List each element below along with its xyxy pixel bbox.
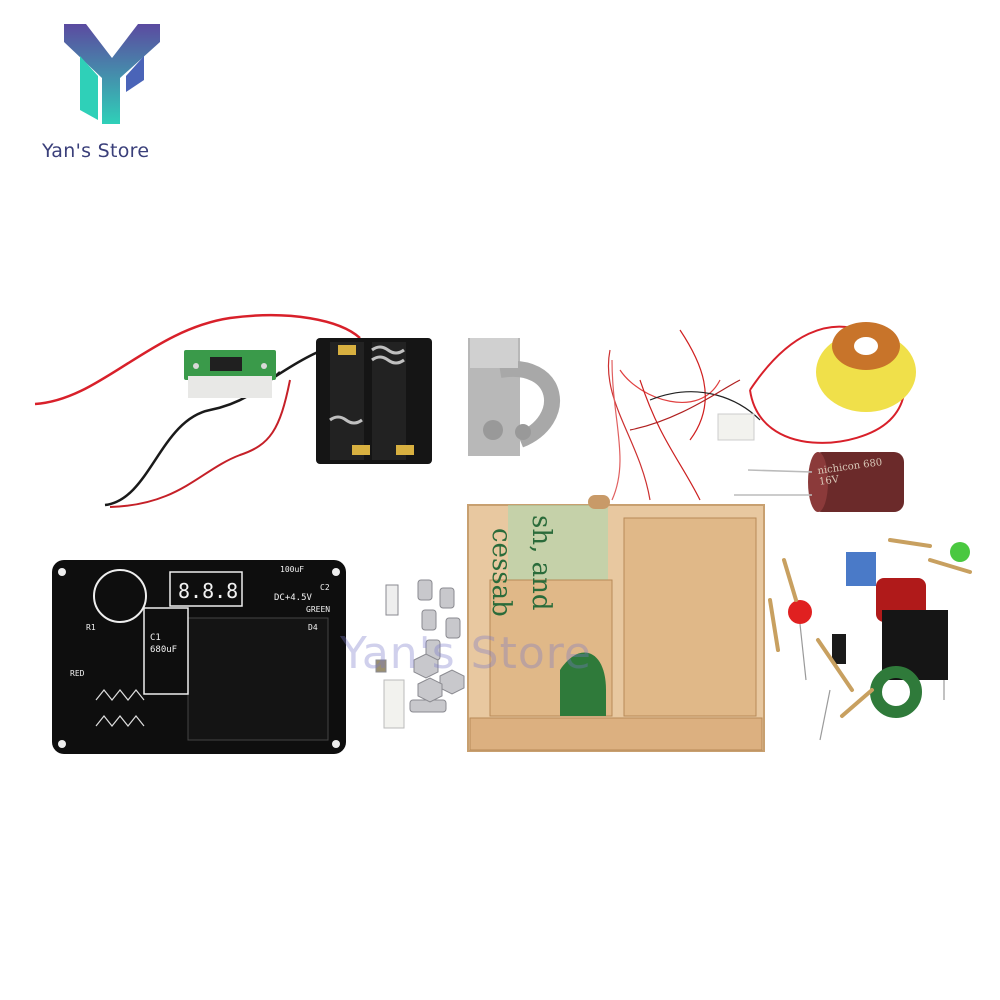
yans-store-logo-icon [64, 24, 160, 124]
battery-holder [316, 338, 432, 464]
watermark-text: Yan's Store [340, 628, 592, 679]
pcb-label-680uf: 680uF [150, 645, 177, 655]
brand-name: Yan's Store [42, 140, 150, 162]
sticker-text-line2: sh, and [526, 515, 556, 611]
pcb-label-r1: R1 [86, 623, 96, 632]
pcb-label-green: GREEN [306, 605, 330, 614]
electrolytic-capacitor [734, 452, 904, 512]
pcb-label-red: RED [70, 669, 85, 678]
screws-and-nuts [375, 579, 465, 729]
pcb-label-c1: C1 [150, 633, 161, 643]
pcb-label-d4: D4 [308, 623, 318, 632]
small-components [768, 538, 972, 741]
acrylic-case [467, 495, 765, 752]
pcb-label-dc: DC+4.5V [274, 593, 313, 603]
pcb-label-c2: C2 [320, 583, 330, 592]
jst-connector [717, 413, 755, 441]
metal-bracket [468, 338, 560, 456]
voltmeter-module [184, 350, 276, 398]
pcb-board: 8.8.8 DC+4.5V C1 680uF RED GREEN 100uF D… [52, 560, 346, 754]
pcb-display-text: 8.8.8 [178, 579, 238, 603]
pcb-label-100uf: 100uF [280, 565, 304, 574]
red-wire [34, 313, 361, 406]
sticker-text-line1: cessab [486, 528, 516, 617]
copper-coil [749, 322, 916, 444]
